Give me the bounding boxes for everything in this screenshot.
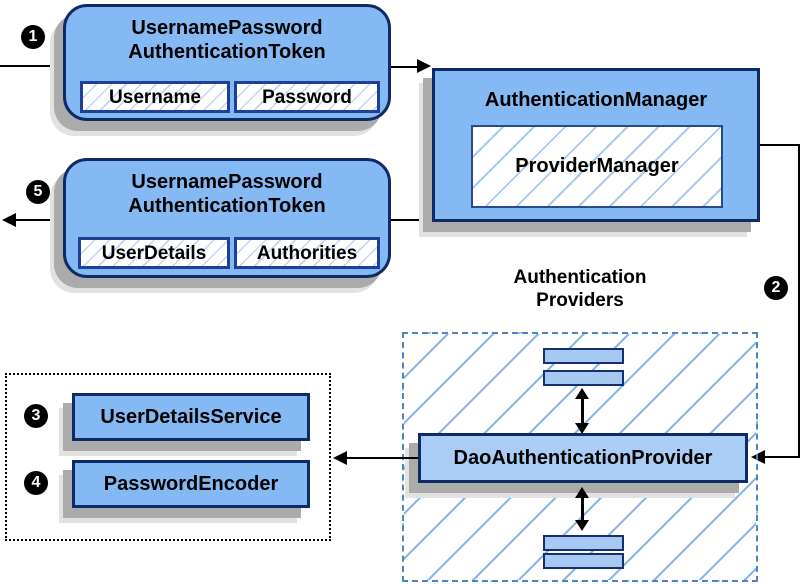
username-field-box: Username xyxy=(80,81,230,113)
dao-to-services-line xyxy=(346,457,418,459)
provider-stack-top-bar-2 xyxy=(543,370,624,386)
step1-incoming-line xyxy=(0,65,65,67)
step3-badge: 3 xyxy=(24,404,48,428)
provider-stack-top-bar-1 xyxy=(543,348,624,364)
double-arrow-icon xyxy=(575,487,589,531)
step2-connector-vertical xyxy=(798,144,800,458)
services-dotted-box xyxy=(5,373,331,541)
request-token-title-line1: UsernamePassword xyxy=(131,17,323,39)
authorities-field-box: Authorities xyxy=(234,237,380,269)
step2-badge: 2 xyxy=(764,276,788,300)
arrowhead-down-icon xyxy=(575,423,589,434)
dao-authentication-provider-box: DaoAuthenticationProvider xyxy=(418,433,748,483)
password-encoder-box: PasswordEncoder xyxy=(72,460,310,508)
user-details-service-box: UserDetailsService xyxy=(72,393,310,441)
provider-manager-box: ProviderManager xyxy=(471,125,723,208)
step5-return-line xyxy=(15,219,63,221)
manager-to-response-line xyxy=(391,219,432,221)
step2-connector-bottom xyxy=(764,456,800,458)
arrowhead-left-icon xyxy=(333,451,347,465)
request-token-box: UsernamePassword AuthenticationToken Use… xyxy=(63,4,391,121)
arrowhead-up-icon xyxy=(575,388,589,399)
password-field-box: Password xyxy=(234,81,380,113)
response-token-box: UsernamePassword AuthenticationToken Use… xyxy=(63,158,391,278)
arrowhead-left-icon xyxy=(2,213,16,227)
step4-badge: 4 xyxy=(24,471,48,495)
provider-stack-bottom-bar-2 xyxy=(543,553,624,569)
authentication-manager-box: AuthenticationManager ProviderManager xyxy=(432,68,760,222)
double-arrow-icon xyxy=(575,388,589,434)
response-token-title-line2: AuthenticationToken xyxy=(128,195,326,217)
step1-badge: 1 xyxy=(21,25,45,49)
step2-connector-top xyxy=(760,144,800,146)
response-token-title-line1: UsernamePassword xyxy=(131,171,323,193)
userdetails-field-box: UserDetails xyxy=(78,237,230,269)
step1-connector-line xyxy=(391,66,419,68)
providers-heading-line1: Authentication xyxy=(513,267,647,288)
request-token-title-line2: AuthenticationToken xyxy=(128,41,326,63)
authentication-manager-title: AuthenticationManager xyxy=(484,89,708,111)
arrowhead-right-icon xyxy=(417,59,431,73)
arrowhead-up-icon xyxy=(575,487,589,498)
provider-stack-bottom-bar-1 xyxy=(543,535,624,551)
providers-heading-line2: Providers xyxy=(536,290,624,311)
arrowhead-down-icon xyxy=(575,520,589,531)
step5-badge: 5 xyxy=(26,180,50,204)
providers-heading: Authentication Providers xyxy=(450,266,710,312)
